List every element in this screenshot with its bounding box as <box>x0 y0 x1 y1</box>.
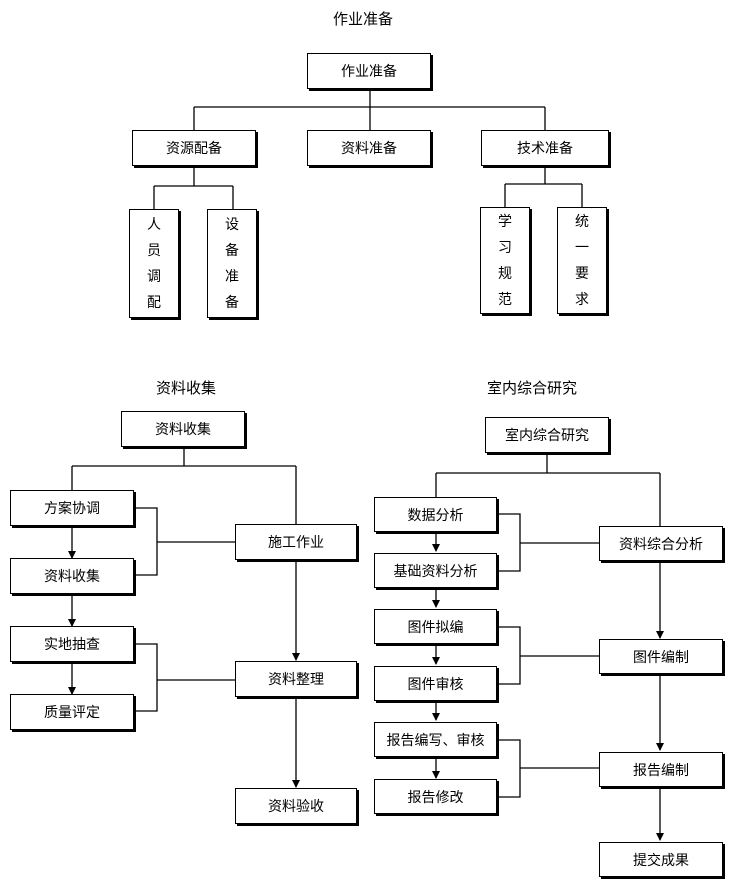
section-heading-indoor-research: 室内综合研究 <box>487 379 578 397</box>
node-field-spot-check: 实地抽查 <box>10 626 134 662</box>
node-equipment-preparation: 设 备 准 备 <box>207 209 257 318</box>
node-quality-assessment: 质量评定 <box>10 694 134 730</box>
node-data-collection: 资料收集 <box>10 558 134 594</box>
node-data-preparation: 资料准备 <box>307 130 431 166</box>
section-heading-preparation: 作业准备 <box>333 10 394 28</box>
vertical-char: 配 <box>147 294 161 311</box>
node-technical-preparation: 技术准备 <box>481 130 609 166</box>
bracket-line <box>497 739 521 798</box>
vertical-char: 统 <box>575 213 589 230</box>
vertical-char: 备 <box>225 294 239 311</box>
section-heading-data-collection: 资料收集 <box>156 379 217 397</box>
node-data-collection-root: 资料收集 <box>121 411 245 447</box>
vertical-char: 人 <box>147 216 161 233</box>
vertical-char: 习 <box>498 239 512 256</box>
node-unified-requirements: 统 一 要 求 <box>557 207 607 314</box>
vertical-char: 求 <box>575 291 589 308</box>
node-data-analysis: 数据分析 <box>374 497 497 532</box>
vertical-char: 要 <box>575 265 589 282</box>
node-map-review: 图件审核 <box>374 666 497 701</box>
vertical-char: 学 <box>498 213 512 230</box>
node-map-compilation: 图件编制 <box>599 639 723 674</box>
node-map-drafting: 图件拟编 <box>374 609 497 644</box>
vertical-char: 范 <box>498 291 512 308</box>
node-preparation: 作业准备 <box>307 53 431 89</box>
vertical-char: 员 <box>147 242 161 259</box>
node-study-standards: 学 习 规 范 <box>480 207 530 314</box>
vertical-char: 一 <box>575 239 589 256</box>
node-data-organization: 资料整理 <box>235 661 357 697</box>
node-submit-results: 提交成果 <box>599 842 723 877</box>
node-report-writing-review: 报告编写、审核 <box>374 722 497 757</box>
vertical-char: 设 <box>225 216 239 233</box>
node-construction-work: 施工作业 <box>235 524 357 560</box>
node-plan-coordination: 方案协调 <box>10 490 134 526</box>
node-personnel-allocation: 人 员 调 配 <box>129 209 179 318</box>
vertical-char: 准 <box>225 268 239 285</box>
node-report-compilation: 报告编制 <box>599 752 723 787</box>
bracket-line <box>134 643 158 712</box>
node-indoor-research-root: 室内综合研究 <box>485 417 609 453</box>
node-basic-data-analysis: 基础资料分析 <box>374 553 497 588</box>
vertical-char: 备 <box>225 242 239 259</box>
bracket-line <box>497 513 521 572</box>
node-comprehensive-analysis: 资料综合分析 <box>599 526 723 561</box>
node-resource-allocation: 资源配备 <box>132 130 256 166</box>
node-data-acceptance: 资料验收 <box>235 788 357 824</box>
bracket-line <box>497 626 521 685</box>
bracket-line <box>134 507 158 576</box>
vertical-char: 调 <box>147 268 161 285</box>
node-report-revision: 报告修改 <box>374 779 497 814</box>
vertical-char: 规 <box>498 265 512 282</box>
